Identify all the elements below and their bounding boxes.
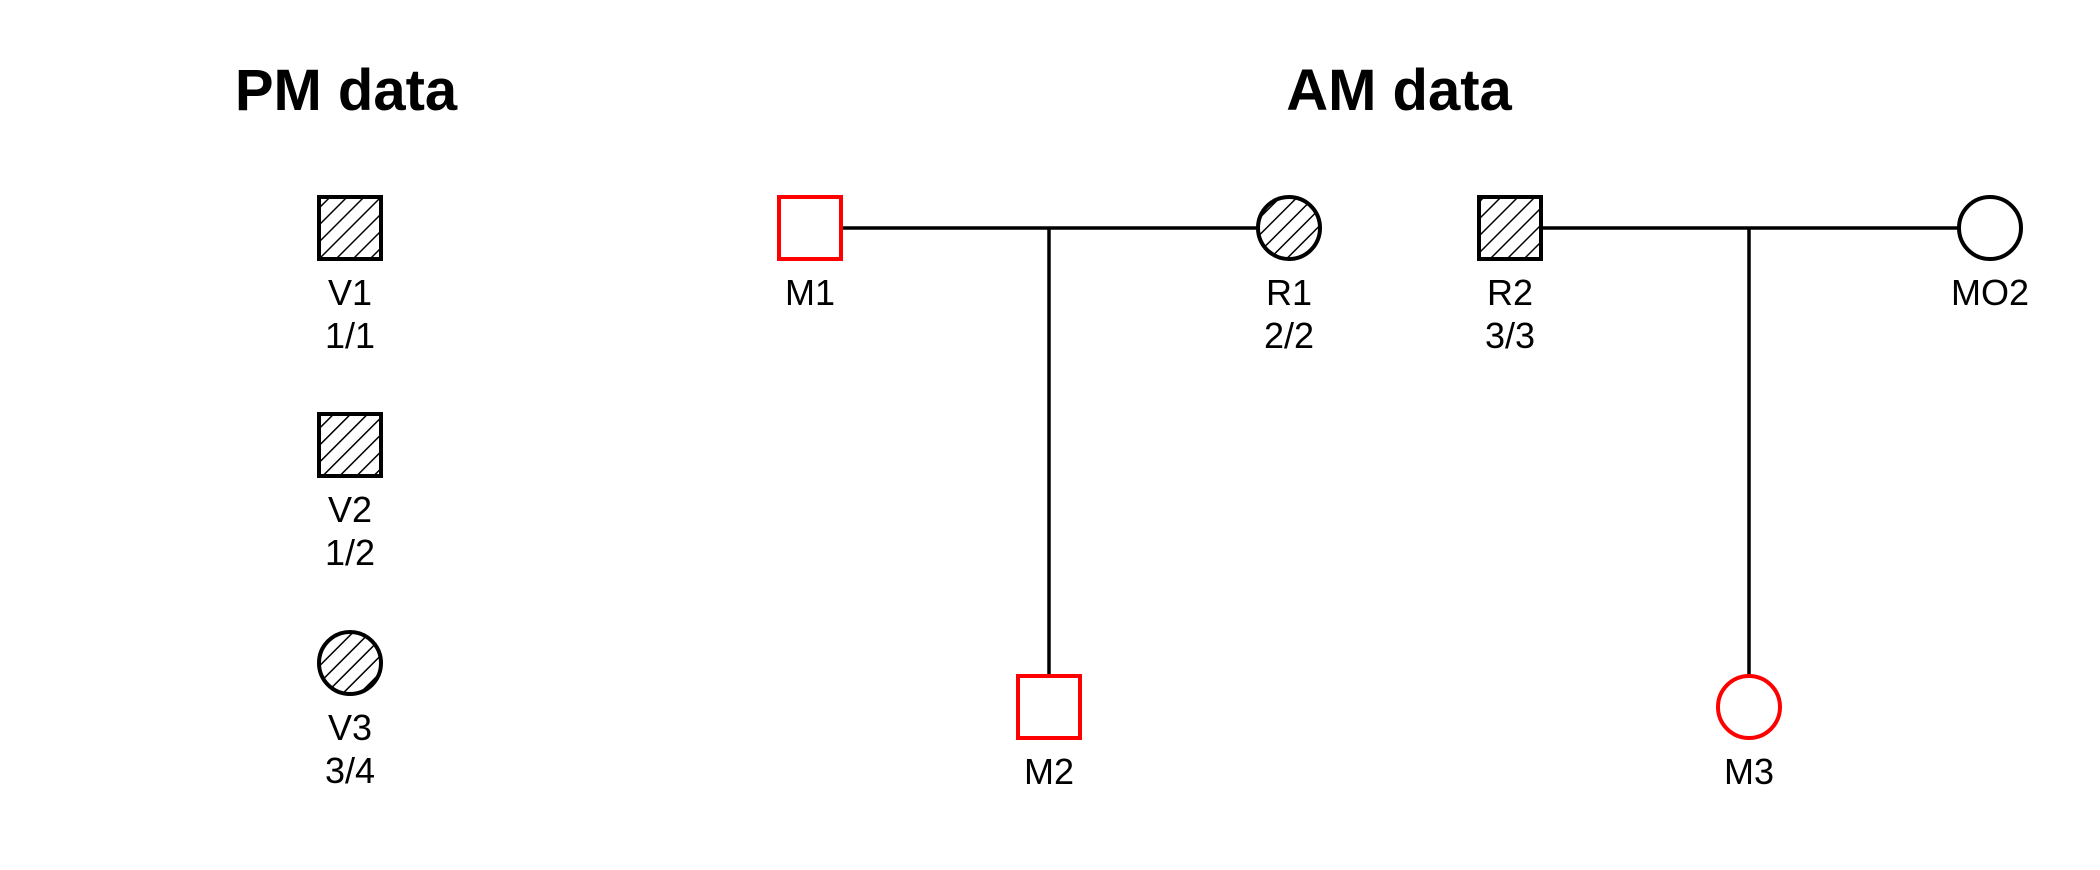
pm-victim-v2: V2 1/2	[317, 412, 383, 573]
family1-child-m2-label: M2	[1024, 751, 1074, 792]
am-family-1: M1 R1 2/2 M2	[777, 195, 1322, 792]
family1-mother-r1-circle-symbol	[1256, 195, 1322, 261]
am-panel-title: AM data	[1286, 58, 1512, 123]
family2-mother-mo2-circle-symbol	[1957, 195, 2023, 261]
pm-victim-v2-genotype: 1/2	[325, 532, 375, 573]
family1-father-m1-label: M1	[785, 272, 835, 313]
pm-victim-v1-square-symbol	[317, 195, 383, 261]
family2-child-m3-label: M3	[1724, 751, 1774, 792]
pm-victim-v3-genotype: 3/4	[325, 750, 375, 791]
pm-victim-v3-circle-symbol	[317, 630, 383, 696]
pm-victim-v1-genotype: 1/1	[325, 315, 375, 356]
family2-mother-mo2-label: MO2	[1951, 272, 2029, 313]
am-family-2: R2 3/3 MO2 M3	[1477, 195, 2029, 792]
pm-victim-v2-label: V2	[328, 489, 372, 530]
family1-child-m2-square-symbol	[1016, 674, 1082, 740]
family2-father-r2-label: R2	[1487, 272, 1533, 313]
family1-mother-r1-genotype: 2/2	[1264, 315, 1314, 356]
family1-father-m1-square-symbol	[777, 195, 843, 261]
family2-father-r2-genotype: 3/3	[1485, 315, 1535, 356]
family1-mother-r1-label: R1	[1266, 272, 1312, 313]
pm-victim-v1: V1 1/1	[317, 195, 383, 356]
pm-victim-v3: V3 3/4	[317, 630, 383, 791]
family2-child-m3-circle-symbol	[1716, 674, 1782, 740]
pm-victim-v3-label: V3	[328, 707, 372, 748]
family2-father-r2-square-symbol	[1477, 195, 1543, 261]
pm-victim-v1-label: V1	[328, 272, 372, 313]
pm-victim-v2-square-symbol	[317, 412, 383, 478]
pm-panel-title: PM data	[235, 58, 458, 123]
